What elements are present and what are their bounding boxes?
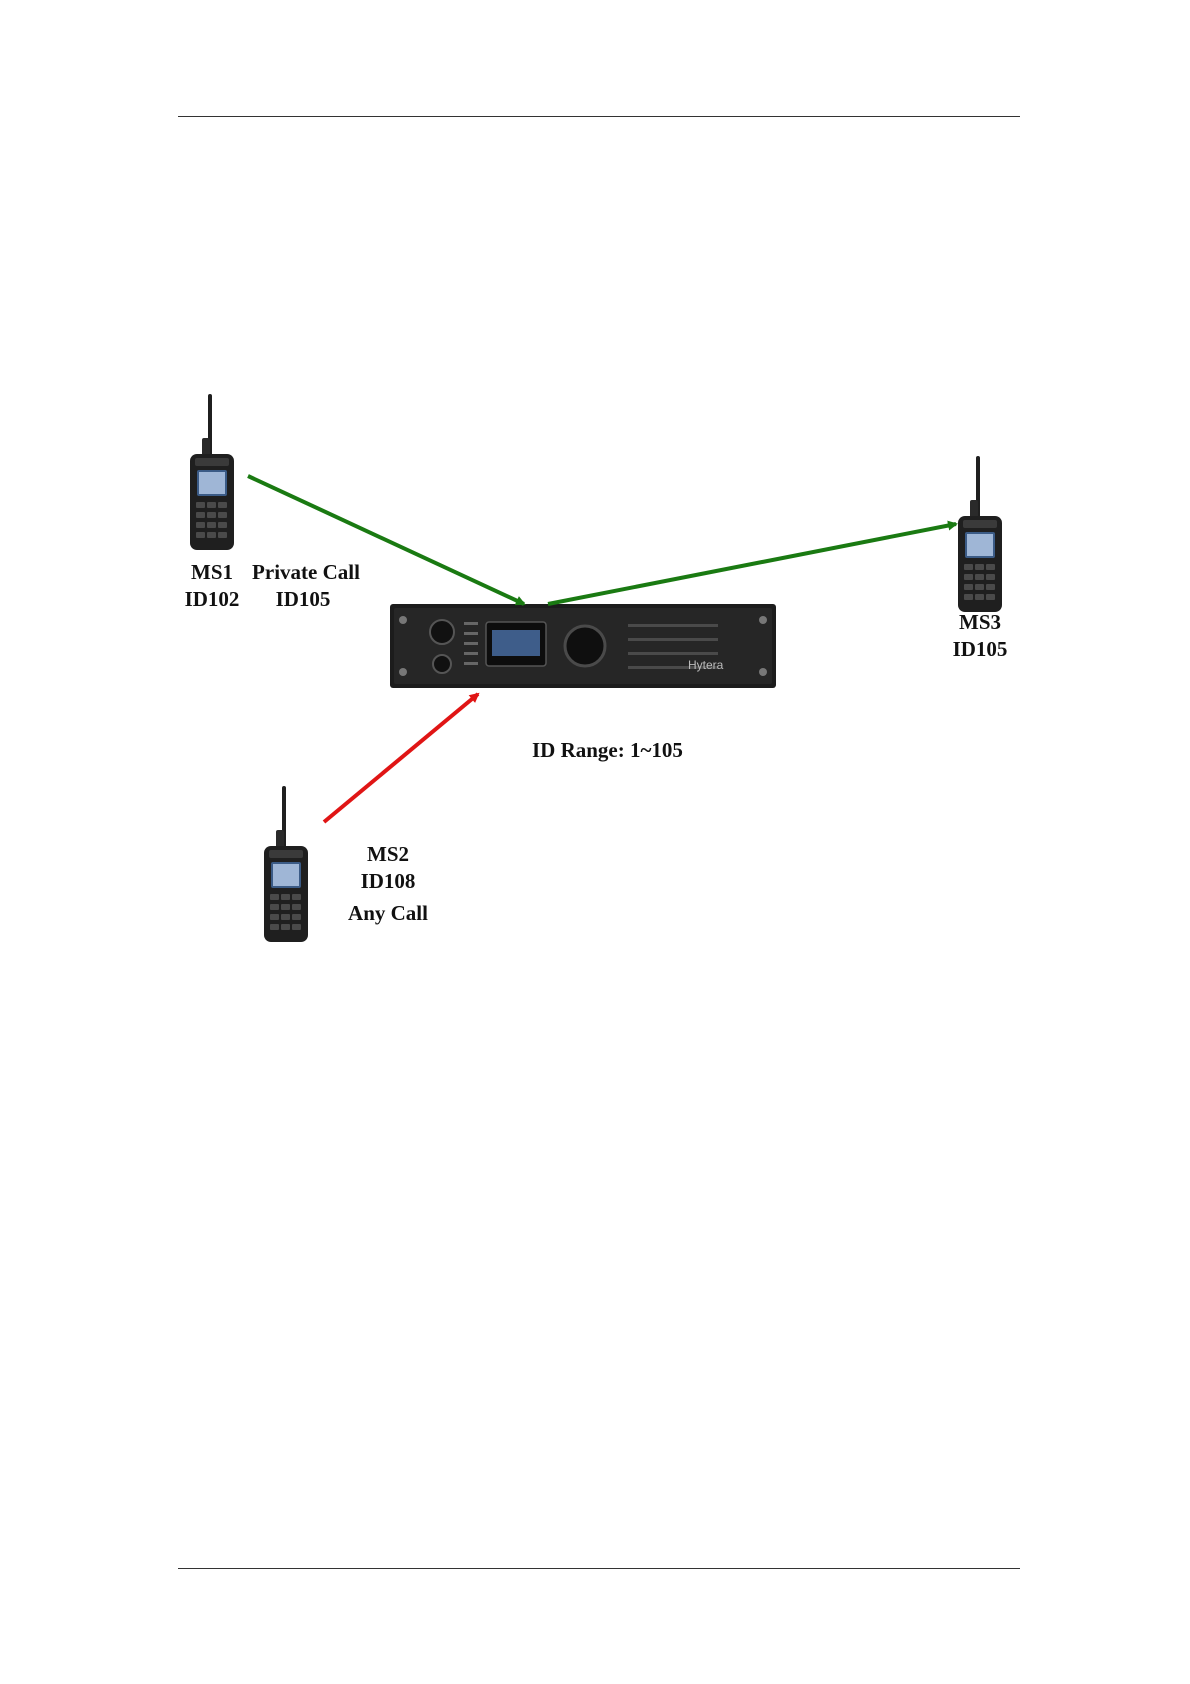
ms2-call-type: Any Call: [338, 901, 438, 926]
ms1-call-type: Private Call: [244, 560, 368, 585]
ms1-id: ID102: [180, 587, 244, 612]
ms2-id: ID108: [350, 869, 426, 894]
ms1-target-id: ID105: [268, 587, 338, 612]
ms2-name: MS2: [350, 842, 426, 867]
ms3-radio-icon: [958, 456, 1002, 612]
link-repeater-to-ms3: [548, 524, 956, 604]
ms1-name: MS1: [184, 560, 240, 585]
repeater-icon: Hytera: [390, 604, 776, 688]
ms3-id: ID105: [944, 637, 1016, 662]
repeater-id-range: ID Range: 1~105: [532, 738, 683, 763]
ms2-radio-icon: [264, 786, 308, 942]
link-ms2-to-repeater: [324, 694, 478, 822]
ms1-radio-icon: [190, 394, 234, 550]
repeater-brand: Hytera: [688, 658, 724, 672]
ms3-name: MS3: [946, 610, 1014, 635]
